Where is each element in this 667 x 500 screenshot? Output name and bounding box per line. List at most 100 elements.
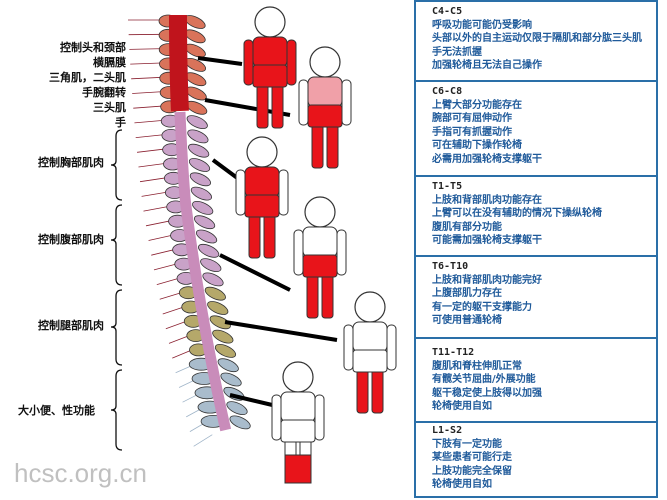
panel-level: T11-T12 (432, 347, 475, 358)
spinous-process (188, 158, 211, 172)
pointer-line (197, 56, 243, 66)
right-arm (286, 39, 297, 86)
head (354, 291, 386, 323)
left-leg (356, 367, 369, 414)
panel-line: 上肢和背部肌肉功能存在 (432, 194, 542, 206)
panel-line: 上肢功能完全保留 (432, 465, 512, 477)
spinous-process (193, 215, 216, 230)
left-leg (256, 82, 269, 129)
label-abdomen: 控制腹部肌肉 (38, 233, 104, 246)
head (304, 196, 336, 228)
panel-line: 轮椅使用自如 (432, 479, 492, 490)
left-arm (343, 324, 354, 371)
panel-level: T1-T5 (432, 181, 463, 192)
label-bowel-sexual: 大小便、性功能 (18, 404, 95, 417)
pelvis (302, 254, 338, 278)
spinous-process (200, 258, 222, 272)
spinous-process (209, 315, 231, 330)
panel-line: 可使用普通轮椅 (432, 315, 502, 326)
panel-line: 手无法抓握 (432, 46, 482, 58)
torso (307, 76, 343, 108)
panel-line: 有一定的躯干支撑能力 (432, 301, 532, 313)
pointer-line (224, 320, 338, 342)
spinous-process (202, 272, 224, 287)
right-arm (386, 324, 397, 371)
panel-line: 头部以外的自主运动仅限于隔肌和部分肱三头肌 (432, 33, 642, 44)
nerve-root (193, 434, 213, 447)
pointer-line (219, 253, 291, 292)
panel-line: 上臂大部分功能存在 (432, 99, 522, 111)
label-wrist: 手腕翻转 (82, 86, 126, 99)
nerve-root (131, 76, 165, 80)
left-leg (311, 122, 324, 169)
child-figure (343, 291, 397, 414)
head (282, 361, 314, 393)
panel-line: 躯干稳定使上肢得以加强 (432, 387, 542, 399)
nerve-root (132, 91, 166, 94)
spinous-process (189, 172, 211, 187)
panel-l1-s2: L1-S2 下肢有一定功能 某些患者可能行走 上肢功能完全保留 轮椅使用自如 (414, 421, 658, 498)
label-deltoid-biceps: 三角肌，二头肌 (49, 71, 126, 84)
panel-line: 加强轮椅且无法自己操作 (432, 60, 542, 71)
right-arm (341, 79, 352, 126)
pelvis (252, 64, 288, 88)
child-figure (298, 46, 352, 169)
brace (110, 129, 123, 201)
label-chest: 控制胸部肌肉 (38, 156, 104, 169)
pelvis (280, 419, 316, 443)
left-leg (248, 212, 261, 259)
brace (110, 204, 123, 286)
label-diaphragm: 横膈膜 (93, 56, 126, 69)
right-arm (278, 169, 289, 216)
panel-line: 可能需加强轮椅支撑躯干 (432, 235, 542, 246)
watermark: hcsc.org.cn (14, 458, 147, 488)
label-legs: 控制腿部肌肉 (38, 319, 104, 332)
head (254, 6, 286, 38)
panel-line: 上肢和背部肌肉功能完好 (432, 274, 542, 286)
lower-legs (284, 454, 312, 484)
right-leg (271, 82, 284, 129)
spinous-process (192, 201, 214, 215)
panel-t11-t12: T11-T12 腹肌和脊柱伸肌正常 有髋关节屈曲/外展功能 躯干稳定使上肢得以加… (414, 337, 658, 423)
right-leg (371, 367, 384, 414)
spinal-cord-lower (174, 111, 232, 432)
panel-line: 必需用加强轮椅支撑躯干 (432, 153, 542, 165)
panel-line: 上腹部肌力存在 (432, 288, 502, 299)
panel-c6-c8: C6-C8 上臂大部分功能存在 腕部可有屈伸动作 手指可有抓握动作 可在辅助下操… (414, 80, 658, 177)
head (246, 136, 278, 168)
panel-line: 上臂可以在没有辅助的情况下操纵轮椅 (432, 208, 602, 219)
right-leg (321, 272, 334, 319)
spinous-process (204, 286, 226, 301)
right-leg (326, 122, 339, 169)
child-figure (271, 361, 325, 484)
spinous-process (214, 344, 237, 358)
panel-line: 呼吸功能可能仍受影响 (432, 19, 532, 31)
injury-level-panels: C4-C5 呼吸功能可能仍受影响 头部以外的自主运动仅限于隔肌和部分肱三头肌 手… (414, 0, 664, 498)
nerve-root (129, 48, 165, 50)
torso (302, 226, 338, 258)
spinous-process (190, 186, 212, 201)
spinous-process (186, 115, 208, 129)
right-arm (336, 229, 347, 276)
label-triceps: 三头肌 (93, 101, 126, 114)
panel-c4-c5: C4-C5 呼吸功能可能仍受影响 头部以外的自主运动仅限于隔肌和部分肱三头肌 手… (414, 0, 658, 82)
torso (280, 391, 316, 423)
child-figure (243, 6, 297, 129)
right-arm (314, 394, 325, 441)
left-arm (271, 394, 282, 441)
torso (252, 36, 288, 68)
panel-line: 腹肌和脊柱伸肌正常 (432, 360, 522, 372)
panel-level: T6-T10 (432, 261, 469, 272)
left-leg (306, 272, 319, 319)
brace (110, 369, 123, 451)
panel-line: 腕部可有屈伸动作 (432, 113, 512, 124)
panel-t1-t5: T1-T5 上肢和背部肌肉功能存在 上臂可以在没有辅助的情况下操纵轮椅 腹肌有部… (414, 175, 658, 257)
panel-level: L1-S2 (432, 425, 463, 436)
panel-line: 腹肌有部分功能 (432, 221, 502, 233)
pelvis (244, 194, 280, 218)
nerve-root (130, 62, 165, 65)
panel-line: 轮椅使用自如 (432, 401, 492, 412)
spinous-process (229, 415, 251, 430)
